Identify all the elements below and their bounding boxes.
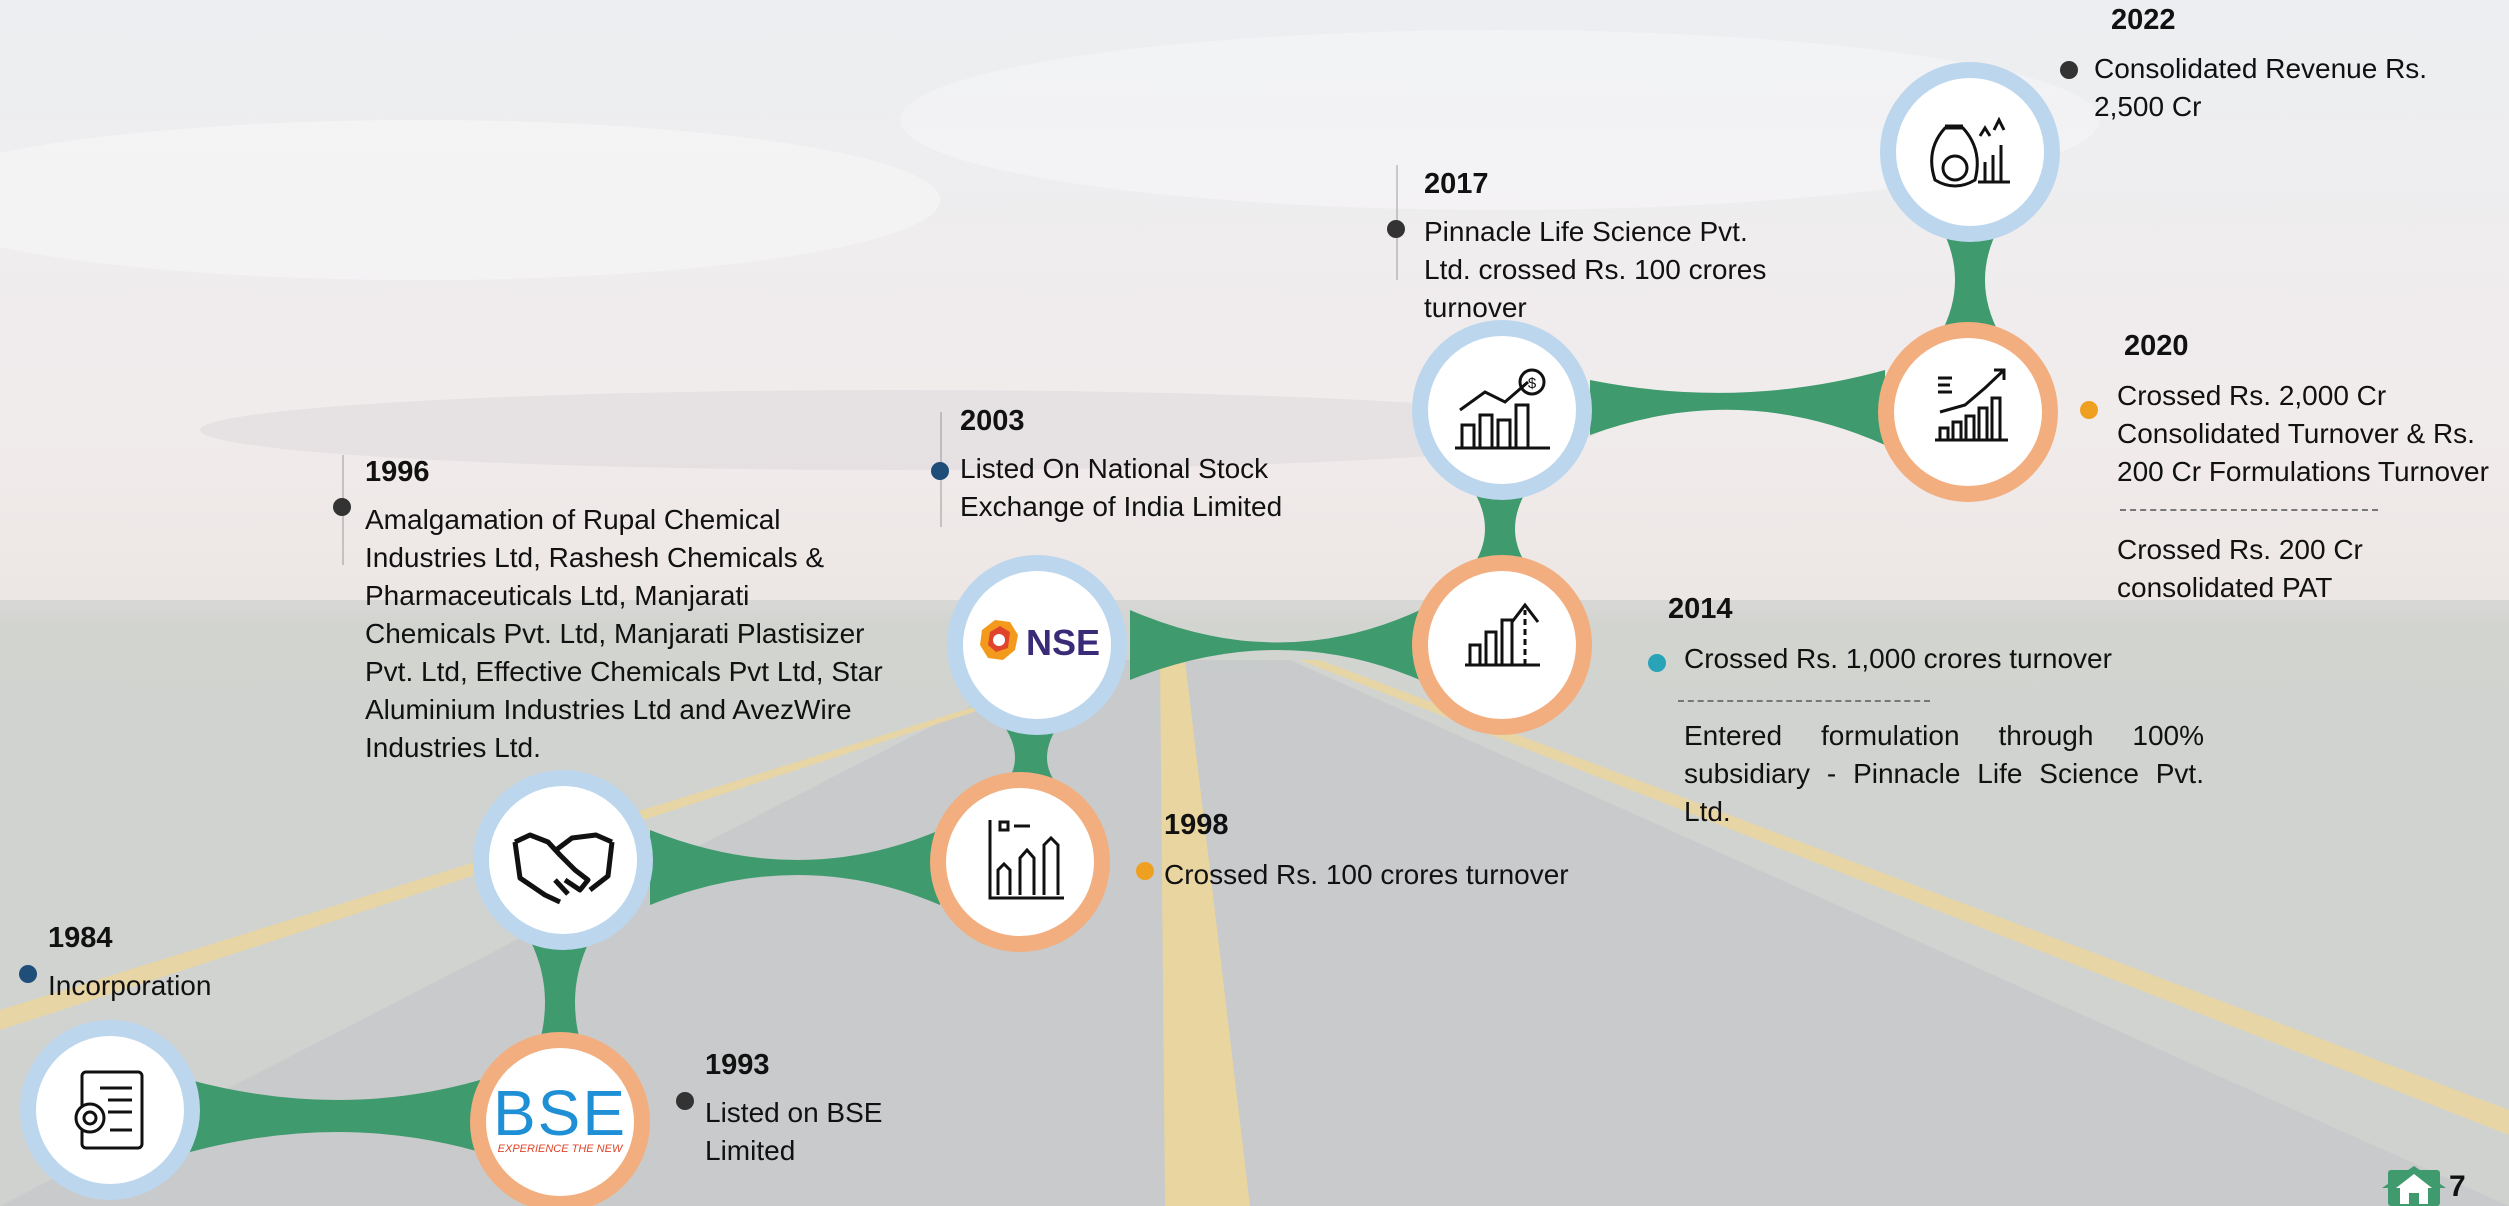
text-1998: Crossed Rs. 100 crores turnover bbox=[1164, 859, 1569, 890]
bullet-1998 bbox=[1136, 862, 1154, 880]
year-2014: 2014 bbox=[1668, 593, 1733, 625]
bullet-1993 bbox=[676, 1092, 694, 1110]
rising-chart-icon bbox=[1465, 602, 1540, 667]
home-icon[interactable] bbox=[2382, 1166, 2446, 1206]
year-1998: 1998 bbox=[1164, 809, 1229, 841]
nse-logo: NSE bbox=[980, 620, 1100, 663]
separator-2014 bbox=[1678, 700, 1930, 702]
year-1984: 1984 bbox=[48, 922, 113, 954]
bse-tagline: EXPERIENCE THE NEW bbox=[498, 1143, 624, 1155]
year-2017: 2017 bbox=[1424, 168, 1489, 200]
dollar-chart-icon: $ bbox=[1455, 368, 1550, 450]
milestone-node-2017 bbox=[1412, 320, 1592, 500]
text-1993: Listed on BSE Limited bbox=[705, 1097, 883, 1166]
text-1984: Incorporation bbox=[48, 970, 212, 1001]
year-1996: 1996 bbox=[365, 456, 430, 488]
bullet-2003 bbox=[931, 462, 949, 480]
trend-up-icon bbox=[1935, 368, 2008, 442]
text-1996: Amalgamation of Rupal Chemical Industrie… bbox=[365, 504, 883, 763]
text-2014: Crossed Rs. 1,000 crores turnover bbox=[1684, 643, 2112, 674]
bullet-2017 bbox=[1387, 220, 1405, 238]
text-2003: Listed On National Stock Exchange of Ind… bbox=[960, 453, 1283, 522]
bse-logo: BSE EXPERIENCE THE NEW bbox=[493, 1077, 627, 1155]
bullet-1984 bbox=[19, 965, 37, 983]
text-2022: Consolidated Revenue Rs. 2,500 Cr bbox=[2094, 53, 2428, 122]
bse-logo-text: BSE bbox=[493, 1077, 627, 1149]
nse-logo-text: NSE bbox=[1026, 622, 1100, 663]
svg-text:$: $ bbox=[1528, 375, 1537, 392]
milestone-node-2022 bbox=[1880, 62, 2060, 242]
text-2020: Crossed Rs. 2,000 Cr Consolidated Turnov… bbox=[2117, 380, 2489, 487]
bullet-1996 bbox=[333, 498, 351, 516]
growth-bars-icon bbox=[988, 820, 1064, 900]
text2-2014: Entered formulation through 100% subsidi… bbox=[1684, 720, 2204, 827]
year-1993: 1993 bbox=[705, 1049, 770, 1081]
year-2003: 2003 bbox=[960, 405, 1025, 437]
handshake-icon bbox=[512, 832, 615, 905]
milestone-node-1984 bbox=[20, 1020, 200, 1200]
bullet-2022 bbox=[2060, 61, 2078, 79]
separator-2020 bbox=[2120, 509, 2378, 511]
certificate-icon bbox=[74, 1070, 144, 1150]
text-2017: Pinnacle Life Science Pvt. Ltd. crossed … bbox=[1424, 216, 1767, 323]
milestone-node-2020 bbox=[1878, 322, 2058, 502]
bullet-2014 bbox=[1648, 654, 1666, 672]
page-number: 7 bbox=[2449, 1170, 2466, 1203]
milestone-node-1993 bbox=[470, 1032, 650, 1206]
text2-2020: Crossed Rs. 200 Cr consolidated PAT bbox=[2117, 534, 2363, 603]
milestone-node-2003 bbox=[947, 555, 1127, 735]
bullet-2020 bbox=[2080, 401, 2098, 419]
year-2022: 2022 bbox=[2111, 4, 2176, 36]
money-bag-icon bbox=[1930, 116, 2010, 188]
year-2020: 2020 bbox=[2124, 330, 2189, 362]
